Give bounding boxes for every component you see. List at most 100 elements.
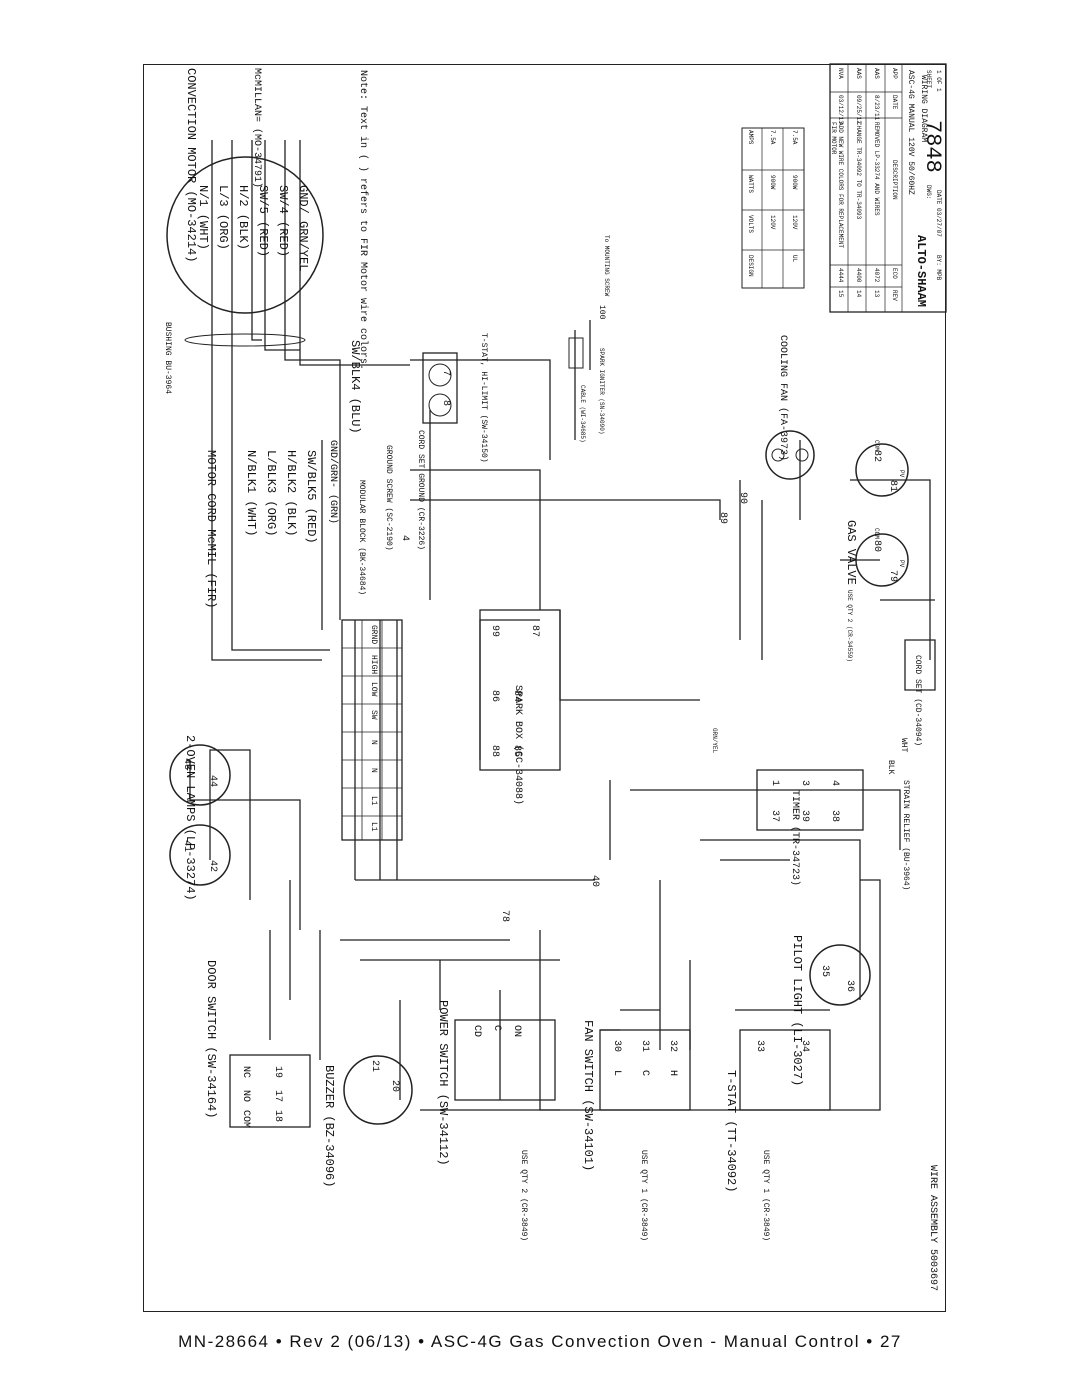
rating-header: DESIGN xyxy=(747,255,754,277)
lamp-num: 44 xyxy=(207,775,218,788)
terminal-header: SW xyxy=(369,710,378,720)
revision-description: ADD NEW WIRE COLORS FOR REPLACEMENT FIR … xyxy=(830,122,844,249)
motor-cord-line: N/BLK1 (WHT) xyxy=(244,450,258,537)
cooling-fan-label: COOLING FAN (FA-3973) xyxy=(777,335,788,462)
door-switch-label: DOOR SWITCH (SW-34164) xyxy=(204,960,218,1119)
fan-switch-letter: L xyxy=(611,1070,622,1077)
header-rev: REV xyxy=(891,290,898,301)
misc-num: 78 xyxy=(499,910,510,923)
rating-cell: UL xyxy=(791,255,798,263)
motor-cord-line: H/BLK2 (BLK) xyxy=(284,450,298,537)
wire xyxy=(231,140,330,651)
lamp-num: 43 xyxy=(181,758,192,771)
bushing-label: BUSHING BU-3964 xyxy=(163,322,172,395)
wire xyxy=(284,140,341,620)
wire xyxy=(700,839,861,1000)
spark-box-num: 87 xyxy=(529,625,540,638)
tstat-terminal: 8 xyxy=(440,400,451,407)
cord-set-label: CORD SET (CD-34094) xyxy=(913,655,922,747)
motor-wire-label: GND/ GRN/YEL xyxy=(296,185,310,272)
header-description: DESCRIPTION xyxy=(891,160,898,200)
gas-valve-pin: COM xyxy=(873,440,880,451)
timer-box xyxy=(756,769,864,831)
spark-box-num: 99 xyxy=(489,625,500,638)
misc-num: 90 xyxy=(737,492,748,505)
terminal-header: L1 xyxy=(369,822,378,832)
mounting-screw-label: To MOUNTING SCREW xyxy=(603,235,610,297)
brand-logo: ALTO-SHAAM xyxy=(914,235,928,308)
diagram-frame xyxy=(143,64,946,1312)
rating-header: AMPS xyxy=(747,130,754,145)
door-switch-num: 19 xyxy=(272,1066,283,1079)
terminal-header: HIGH xyxy=(369,655,378,675)
revision-rev: 13 xyxy=(873,290,880,298)
tstat-num: 34 xyxy=(799,1040,810,1053)
wire xyxy=(189,760,301,930)
motor-cord-line: SW/BLK5 (RED) xyxy=(304,450,318,544)
door-switch-box xyxy=(229,1054,311,1128)
description-value: ASC-4G MANUAL 120V 50/60HZ xyxy=(906,70,915,195)
modular-block xyxy=(341,619,403,841)
wire xyxy=(410,499,721,520)
power-switch-letter: C xyxy=(491,1025,502,1032)
buzzer-icon xyxy=(343,1055,413,1125)
gas-valve-num: 80 xyxy=(871,540,882,553)
terminal-header: N xyxy=(369,740,378,745)
tstat-hilimit-box xyxy=(422,352,458,424)
terminal-header: L1 xyxy=(369,796,378,806)
motor-cord-line: SW/BLK4 (BLU) xyxy=(348,340,362,434)
power-switch-box xyxy=(454,1019,556,1101)
fan-switch-letter: H xyxy=(667,1070,678,1077)
pilot-light-label: PILOT LIGHT (LI-3027) xyxy=(790,935,804,1087)
fan-switch-box xyxy=(599,1029,691,1111)
pilot-light-icon xyxy=(809,944,871,1006)
tstat-num: 33 xyxy=(754,1040,765,1053)
timer-num: 4 xyxy=(829,780,840,787)
motor-wire-label: SW/4 (RED) xyxy=(276,185,290,258)
gas-valve-label: GAS VALVE xyxy=(844,520,858,585)
terminal-header: N xyxy=(369,768,378,773)
wire xyxy=(209,749,251,900)
wire-assembly-label: WIRE ASSEMBLY 5003697 xyxy=(927,1165,938,1292)
page-footer: MN-28664 • Rev 2 (06/13) • ASC-4G Gas Co… xyxy=(178,1332,902,1351)
revision-date: 03/12/13 xyxy=(837,95,844,124)
header-app: APP xyxy=(891,68,898,79)
header-date: DATE xyxy=(891,95,898,110)
misc-num: 40 xyxy=(589,875,600,888)
rating-cell: 7.5A xyxy=(769,130,776,145)
dwg-label: DWG: xyxy=(925,185,932,200)
misc-num: 4 xyxy=(399,535,410,542)
revision-date: 09/25/12 xyxy=(855,95,862,124)
tstat-terminal: 7 xyxy=(440,370,451,377)
buzzer-num: 21 xyxy=(369,1060,380,1073)
fan-switch-num: 32 xyxy=(667,1040,678,1053)
wire xyxy=(251,140,262,341)
motor-wire-label: H/2 (BLK) xyxy=(236,185,250,250)
wire xyxy=(559,610,700,701)
revision-eco: 4400 xyxy=(855,268,862,283)
buzzer-label: BUZZER (BZ-34096) xyxy=(322,1065,336,1188)
rating-header: WATTS xyxy=(747,175,754,194)
bushing-icon xyxy=(184,333,306,347)
timer-num: 38 xyxy=(829,810,840,823)
oven-lamp-icon xyxy=(169,744,231,806)
terminal-header: LOW xyxy=(369,682,378,697)
wire xyxy=(211,140,322,661)
revision-eco: 4444 xyxy=(837,268,844,283)
revision-description: REMOVED LP-33274 AND WIRES xyxy=(873,122,880,216)
use-qty-label: USE QTY 2 (CR-34559) xyxy=(846,590,853,663)
motor-wire-label: N/1 (WHT) xyxy=(196,185,210,250)
revision-app: NVA xyxy=(837,68,844,79)
terminal-header: GRND xyxy=(369,625,378,645)
revision-app: AAS xyxy=(855,68,862,79)
convection-motor-icon xyxy=(166,156,324,314)
buzzer-num: 20 xyxy=(389,1080,400,1093)
wire xyxy=(410,469,541,610)
strain-relief-label: STRAIN RELIEF (BU-3964) xyxy=(901,780,910,891)
by-label: BY: MPB xyxy=(935,255,942,281)
ground-screw-label: GROUND SCREW (SC-2190) xyxy=(384,445,393,551)
misc-num: 89 xyxy=(717,512,728,525)
timer-label: TIMER (TR-34723) xyxy=(789,790,800,887)
wire xyxy=(420,879,881,1111)
